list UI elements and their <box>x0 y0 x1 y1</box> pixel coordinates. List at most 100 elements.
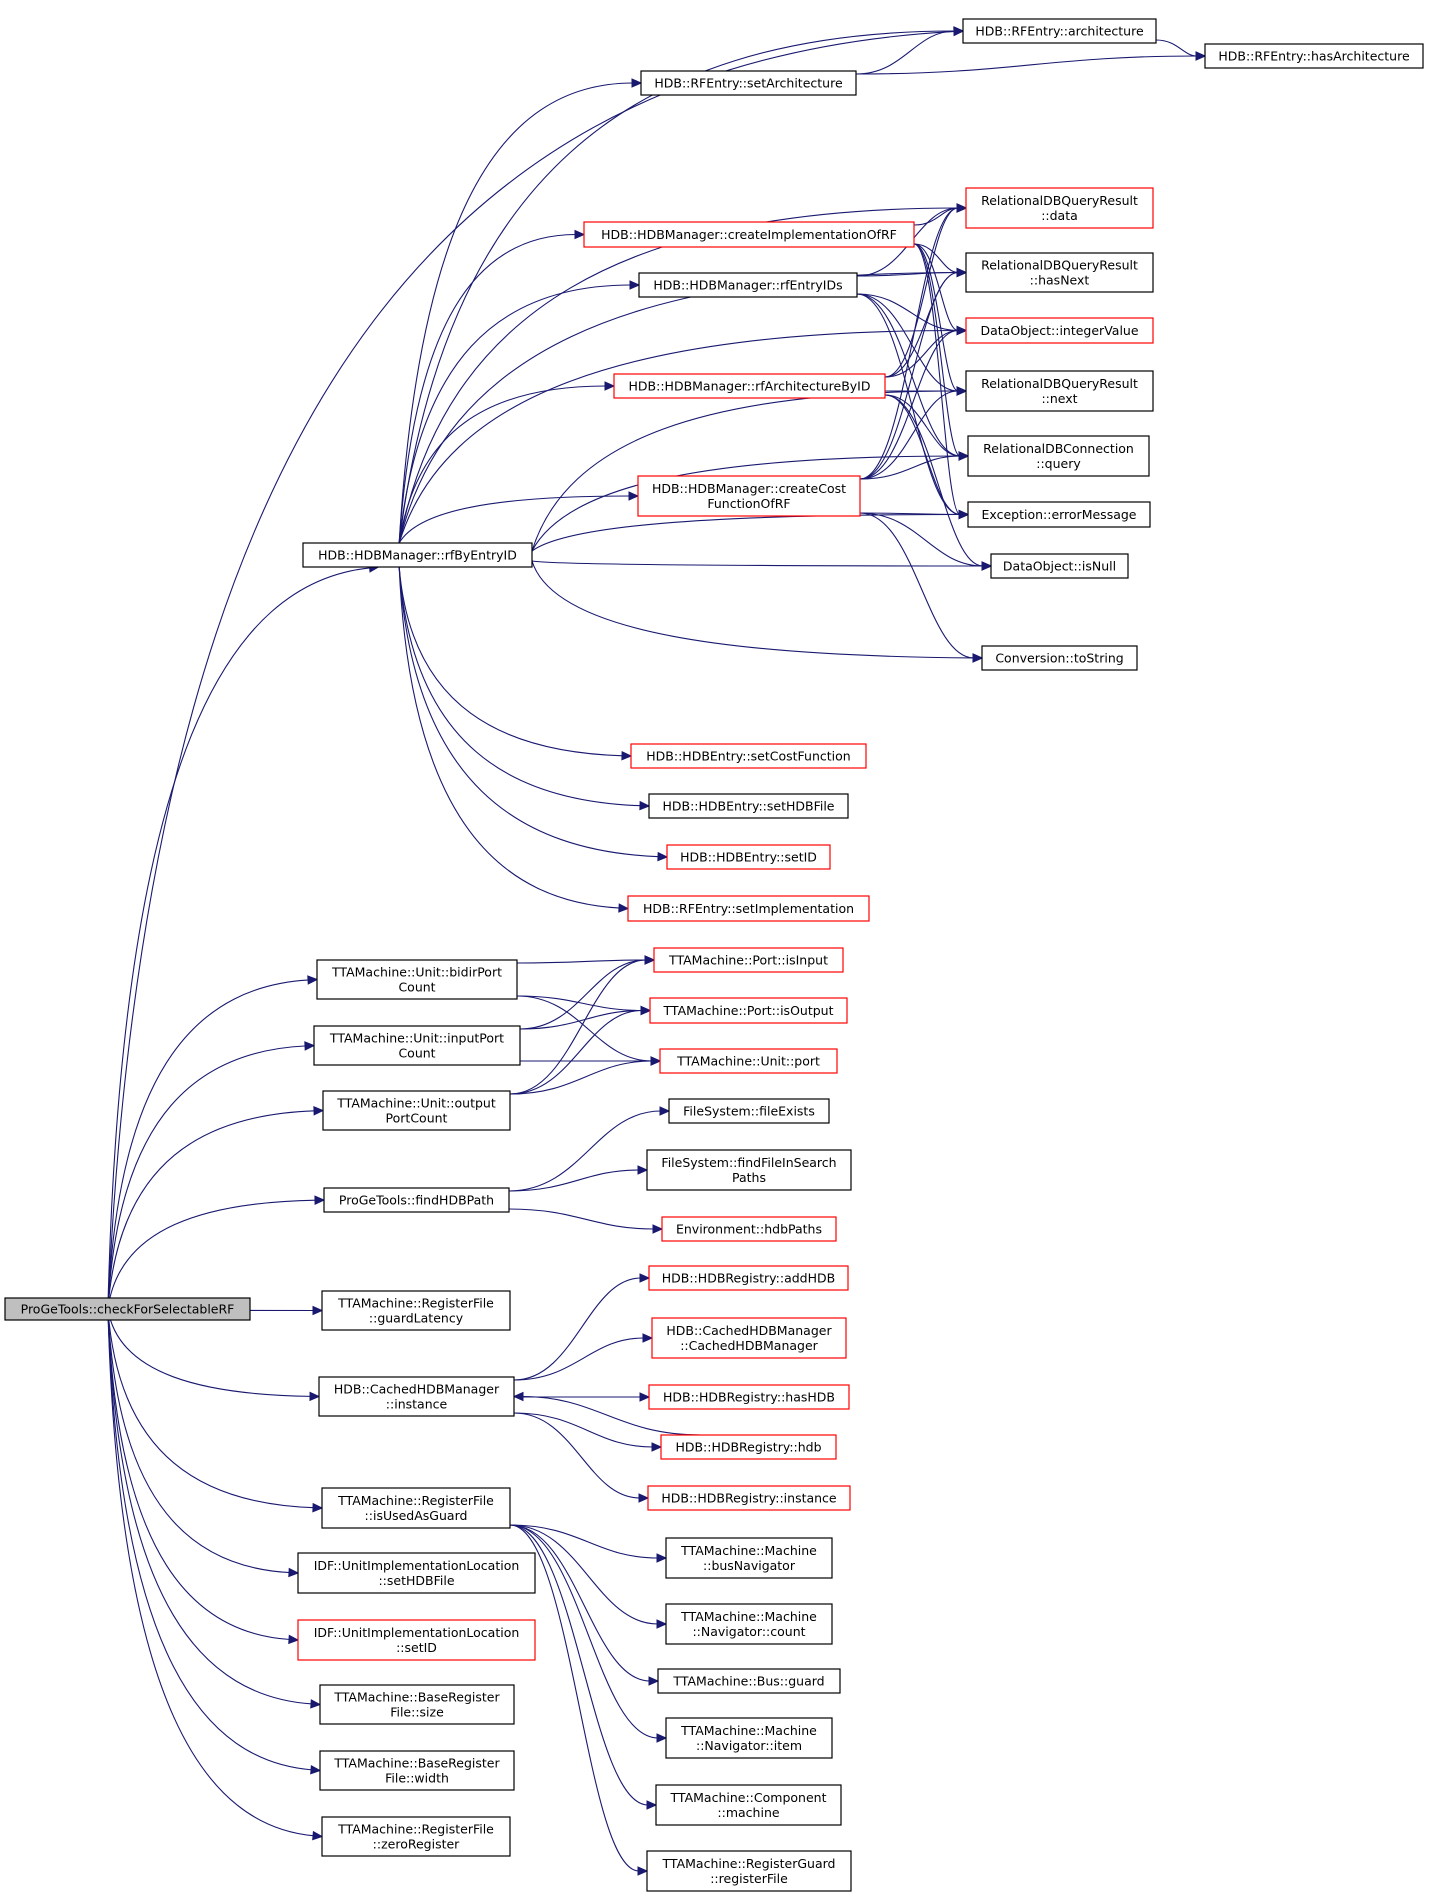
node-label-nav_count-0: TTAMachine::Machine <box>680 1609 817 1624</box>
node-label-hreg_instance-0: HDB::HDBRegistry::instance <box>661 1491 837 1506</box>
node-box-port_isInput <box>653 947 844 973</box>
node-nav_count[interactable]: TTAMachine::Machine::Navigator::count <box>665 1603 833 1645</box>
node-m_busNavigator[interactable]: TTAMachine::Machine::busNavigator <box>665 1537 833 1579</box>
edge-rfEntryIDs-to-rdc_query <box>856 293 961 457</box>
node-comp_machine[interactable]: TTAMachine::Component::machine <box>655 1784 842 1826</box>
node-env_hdbPaths[interactable]: Environment::hdbPaths <box>661 1216 837 1242</box>
node-label-rfEntryIDs-0: HDB::HDBManager::rfEntryIDs <box>653 278 842 293</box>
node-do_isNull[interactable]: DataObject::isNull <box>990 553 1129 579</box>
edge-outputPortCount-to-unit_port <box>509 1060 653 1095</box>
node-port_isInput[interactable]: TTAMachine::Port::isInput <box>653 947 844 973</box>
arrowhead-root-to-rf_isUsedAsGuard <box>312 1502 324 1513</box>
node-box-chm_instance <box>318 1376 515 1417</box>
node-hreg_instance[interactable]: HDB::HDBRegistry::instance <box>647 1485 851 1511</box>
edge-bidirPortCount-to-unit_port <box>516 995 653 1062</box>
node-label-bus_guard-0: TTAMachine::Bus::guard <box>672 1674 824 1689</box>
node-fs_fileExists[interactable]: FileSystem::fileExists <box>668 1098 830 1124</box>
node-do_integerValue[interactable]: DataObject::integerValue <box>965 317 1154 344</box>
node-conv_toString[interactable]: Conversion::toString <box>981 645 1138 671</box>
node-box-rfArchById <box>613 373 886 399</box>
node-box-he_setID <box>666 844 831 870</box>
node-createImplOfRF[interactable]: HDB::HDBManager::createImplementationOfR… <box>583 221 915 248</box>
node-box-do_isNull <box>990 553 1129 579</box>
arrowhead-createCostFn-to-rdc_query <box>958 451 970 461</box>
node-chm_instance[interactable]: HDB::CachedHDBManager::instance <box>318 1376 515 1417</box>
edge-rfByEntryID-to-do_isNull <box>531 560 984 567</box>
node-rg_registerFile[interactable]: TTAMachine::RegisterGuard::registerFile <box>646 1850 852 1892</box>
edge-findHDBPath-to-fs_findFile <box>508 1169 640 1192</box>
node-ex_errorMessage[interactable]: Exception::errorMessage <box>967 501 1151 528</box>
edge-createCostFn-to-rdq_data <box>859 207 959 480</box>
arrowhead-findHDBPath-to-fs_fileExists <box>659 1106 671 1116</box>
node-label-rf_guardLatency-1: ::guardLatency <box>369 1311 464 1326</box>
node-label-rdq_next-0: RelationalDBQueryResult <box>981 376 1138 391</box>
node-label-rg_registerFile-1: ::registerFile <box>710 1871 788 1886</box>
node-rf_guardLatency[interactable]: TTAMachine::RegisterFile::guardLatency <box>321 1290 511 1331</box>
node-rdq_next[interactable]: RelationalDBQueryResult::next <box>965 370 1154 412</box>
edge-rfByEntryID-to-createCostFn <box>398 495 631 544</box>
edge-hreg_hdb-to-chm_instance <box>521 1395 702 1436</box>
node-rfEntryIDs[interactable]: HDB::HDBManager::rfEntryIDs <box>638 272 858 298</box>
edge-root-to-outputPortCount <box>107 1110 316 1310</box>
edge-chm_instance-to-hreg_instance <box>513 1412 641 1499</box>
node-root[interactable]: ProGeTools::checkForSelectableRF <box>4 1297 251 1321</box>
edge-root-to-rf_isUsedAsGuard <box>107 1308 315 1509</box>
nodes-layer: ProGeTools::checkForSelectableRFHDB::HDB… <box>4 18 1424 1892</box>
arrowhead-outputPortCount-to-unit_port <box>650 1056 662 1066</box>
arrowhead-rfByEntryID-to-rfEntryIDs <box>629 280 641 290</box>
edge-root-to-inputPortCount <box>107 1045 307 1310</box>
node-port_isOutput[interactable]: TTAMachine::Port::isOutput <box>649 997 848 1024</box>
node-label-inputPortCount-0: TTAMachine::Unit::inputPort <box>329 1031 504 1046</box>
node-box-he_setCostFunction <box>630 743 867 769</box>
node-rf_zeroRegister[interactable]: TTAMachine::RegisterFile::zeroRegister <box>321 1816 511 1857</box>
node-findHDBPath[interactable]: ProGeTools::findHDBPath <box>323 1187 510 1213</box>
edge-root-to-bidirPortCount <box>107 979 310 1310</box>
edge-createCostFn-to-rdq_next <box>859 390 959 480</box>
node-nav_item[interactable]: TTAMachine::Machine::Navigator::item <box>665 1717 833 1759</box>
node-rfe_hasArchitecture[interactable]: HDB::RFEntry::hasArchitecture <box>1204 43 1424 69</box>
node-rfByEntryID[interactable]: HDB::HDBManager::rfByEntryID <box>302 542 533 568</box>
node-label-fs_fileExists-0: FileSystem::fileExists <box>683 1104 815 1119</box>
node-hreg_hdb[interactable]: HDB::HDBRegistry::hdb <box>660 1434 837 1460</box>
arrowhead-root-to-findHDBPath <box>314 1195 326 1205</box>
node-rdc_query[interactable]: RelationalDBConnection::query <box>967 435 1150 477</box>
node-rf_isUsedAsGuard[interactable]: TTAMachine::RegisterFile::isUsedAsGuard <box>321 1487 511 1529</box>
node-hreg_addHDB[interactable]: HDB::HDBRegistry::addHDB <box>648 1265 849 1291</box>
node-chm_ctor[interactable]: HDB::CachedHDBManager::CachedHDBManager <box>651 1317 847 1359</box>
node-rfArchById[interactable]: HDB::HDBManager::rfArchitectureByID <box>613 373 886 399</box>
arrowhead-root-to-rf_guardLatency <box>312 1305 324 1316</box>
node-rfe_setImplementation[interactable]: HDB::RFEntry::setImplementation <box>627 895 870 922</box>
node-box-conv_toString <box>981 645 1138 671</box>
arrowhead-root-to-uil_setHDBFile <box>288 1567 300 1578</box>
node-he_setHDBFile[interactable]: HDB::HDBEntry::setHDBFile <box>648 793 849 819</box>
node-label-comp_machine-1: ::machine <box>717 1805 779 1820</box>
arrowhead-root-to-outputPortCount <box>313 1106 325 1116</box>
node-rdq_data[interactable]: RelationalDBQueryResult::data <box>965 187 1154 229</box>
edge-createImplOfRF-to-rdq_next <box>913 243 959 392</box>
node-unit_port[interactable]: TTAMachine::Unit::port <box>659 1048 838 1074</box>
node-rdq_hasNext[interactable]: RelationalDBQueryResult::hasNext <box>965 252 1154 293</box>
node-hreg_hasHDB[interactable]: HDB::HDBRegistry::hasHDB <box>648 1384 850 1410</box>
node-he_setID[interactable]: HDB::HDBEntry::setID <box>666 844 831 870</box>
node-rfe_architecture[interactable]: HDB::RFEntry::architecture <box>962 18 1157 44</box>
node-label-hreg_addHDB-0: HDB::HDBRegistry::addHDB <box>662 1271 835 1286</box>
arrowhead-chm_instance-to-hreg_instance <box>638 1493 650 1503</box>
arrowhead-createCostFn-to-do_isNull <box>981 561 993 571</box>
arrowhead-rf_isUsedAsGuard-to-nav_count <box>656 1619 668 1629</box>
node-uil_setHDBFile[interactable]: IDF::UnitImplementationLocation::setHDBF… <box>297 1552 536 1594</box>
node-bus_guard[interactable]: TTAMachine::Bus::guard <box>657 1668 841 1694</box>
node-uil_setID[interactable]: IDF::UnitImplementationLocation::setID <box>297 1619 536 1661</box>
node-box-he_setHDBFile <box>648 793 849 819</box>
node-he_setCostFunction[interactable]: HDB::HDBEntry::setCostFunction <box>630 743 867 769</box>
edge-createImplOfRF-to-rdc_query <box>913 243 961 457</box>
node-box-rfe_setImplementation <box>627 895 870 922</box>
node-rfe_setArchitecture[interactable]: HDB::RFEntry::setArchitecture <box>640 70 857 96</box>
